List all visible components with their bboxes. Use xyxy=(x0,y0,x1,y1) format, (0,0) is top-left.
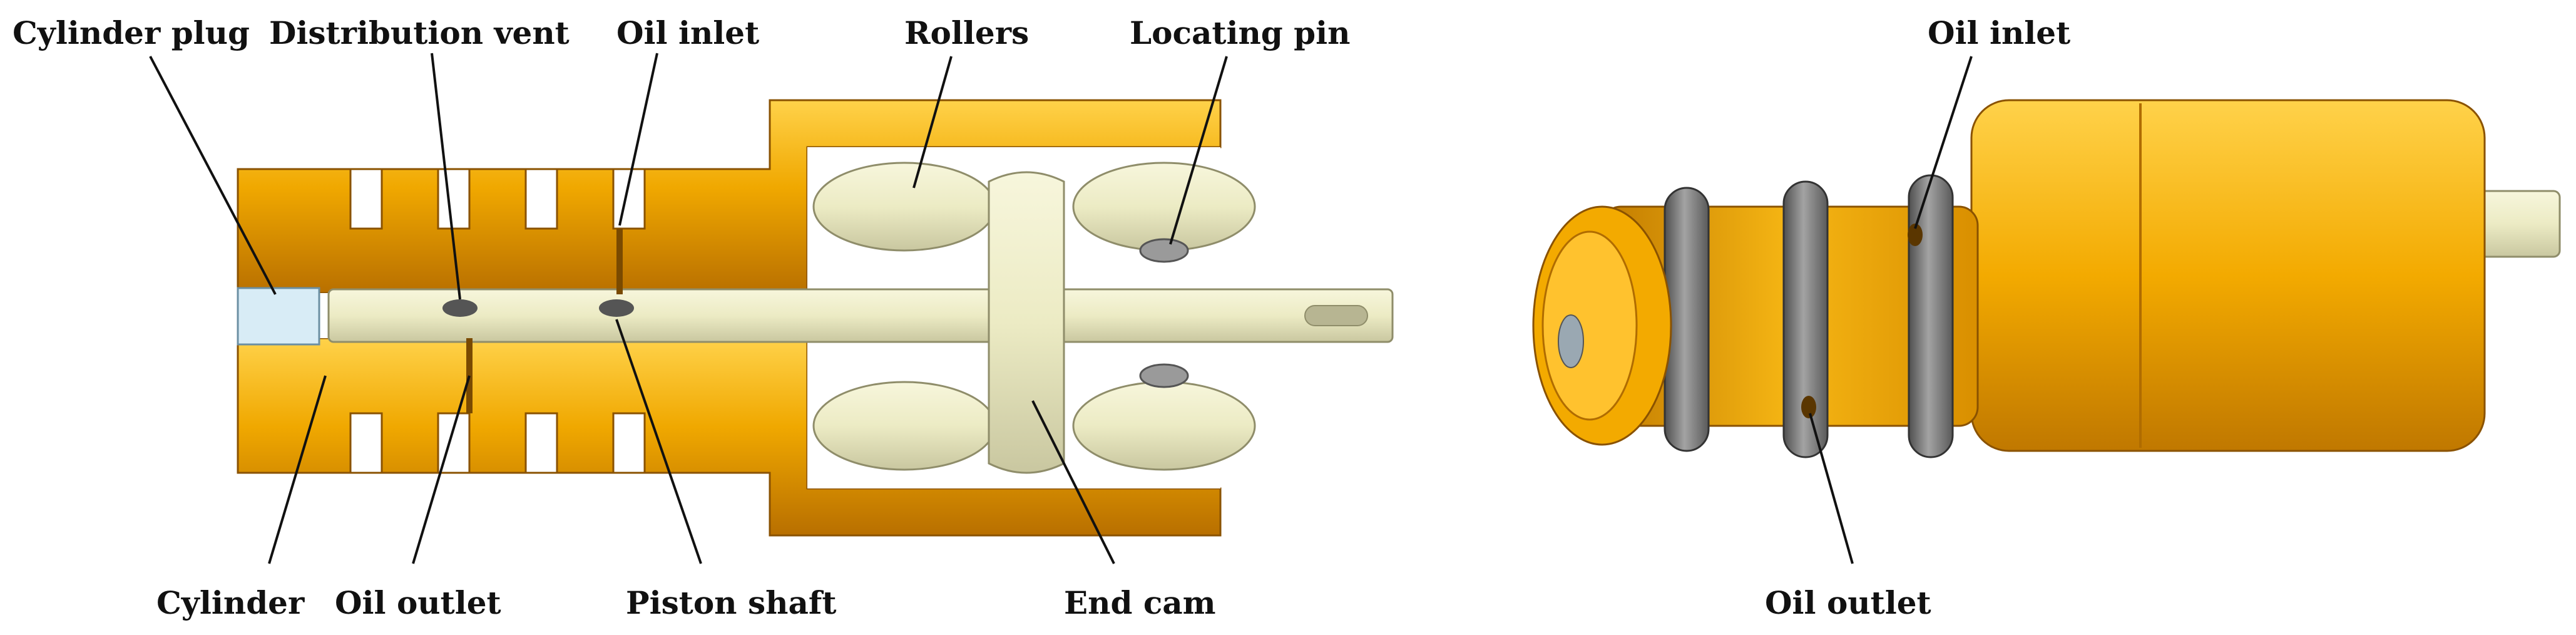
exterior-oil-outlet-port xyxy=(1801,396,1816,418)
seal-ring-3 xyxy=(1908,174,1954,458)
piston-shaft xyxy=(327,288,1394,343)
leader-locating-pin xyxy=(1169,56,1228,245)
label-exterior-oil-outlet: Oil outlet xyxy=(1765,584,1931,621)
section-view xyxy=(237,99,1394,537)
roller-lower-right xyxy=(1072,381,1256,471)
roller-upper-left xyxy=(812,162,996,252)
distribution-vent-1 xyxy=(442,299,478,317)
end-cam xyxy=(988,171,1065,474)
roller-lower-left xyxy=(812,381,996,471)
groove-upper-3 xyxy=(524,168,558,230)
leader-oil-outlet xyxy=(412,375,471,564)
leader-cylinder-plug xyxy=(149,56,277,295)
leader-exterior-oil-inlet xyxy=(1914,56,1973,229)
groove-upper-1 xyxy=(349,168,383,230)
label-oil-inlet: Oil inlet xyxy=(616,14,759,51)
locating-pin-upper xyxy=(1139,238,1189,263)
label-distribution-vent: Distribution vent xyxy=(269,14,570,51)
groove-lower-3 xyxy=(524,412,558,474)
leader-exterior-oil-outlet xyxy=(1809,413,1854,564)
front-plug xyxy=(1558,314,1584,368)
cylinder-plug xyxy=(237,287,320,346)
leader-end-cam xyxy=(1031,400,1115,564)
groove-lower-4 xyxy=(612,412,646,474)
shaft-end-slot xyxy=(1304,305,1368,326)
leader-oil-inlet xyxy=(618,53,658,226)
labels: Cylinder plug Distribution vent Oil inle… xyxy=(13,14,2070,621)
locating-pin-lower xyxy=(1139,363,1189,388)
leader-lines xyxy=(149,53,1973,564)
leader-piston-shaft xyxy=(615,319,702,564)
label-cylinder: Cylinder xyxy=(156,584,305,621)
leader-rollers xyxy=(912,56,953,188)
label-rollers: Rollers xyxy=(904,14,1029,51)
label-cylinder-plug: Cylinder plug xyxy=(13,14,250,51)
roller-upper-right xyxy=(1072,162,1256,252)
exterior-shaft xyxy=(2477,190,2561,258)
label-end-cam: End cam xyxy=(1064,584,1216,621)
label-locating-pin: Locating pin xyxy=(1130,14,1350,51)
label-piston-shaft: Piston shaft xyxy=(626,584,836,621)
exterior-oil-inlet-port xyxy=(1908,224,1923,246)
leader-distribution-vent xyxy=(431,53,461,300)
label-oil-outlet: Oil outlet xyxy=(335,584,501,621)
distribution-vent-2 xyxy=(599,299,634,317)
barrel-large xyxy=(1970,99,2486,452)
oil-inlet-passage xyxy=(616,229,623,294)
groove-upper-2 xyxy=(437,168,471,230)
seal-ring-2 xyxy=(1782,180,1829,458)
front-cap-face xyxy=(1541,230,1638,421)
exterior-view xyxy=(1532,99,2561,458)
label-exterior-oil-inlet: Oil inlet xyxy=(1928,14,2070,51)
groove-lower-1 xyxy=(349,412,383,474)
leader-cylinder xyxy=(268,375,327,564)
